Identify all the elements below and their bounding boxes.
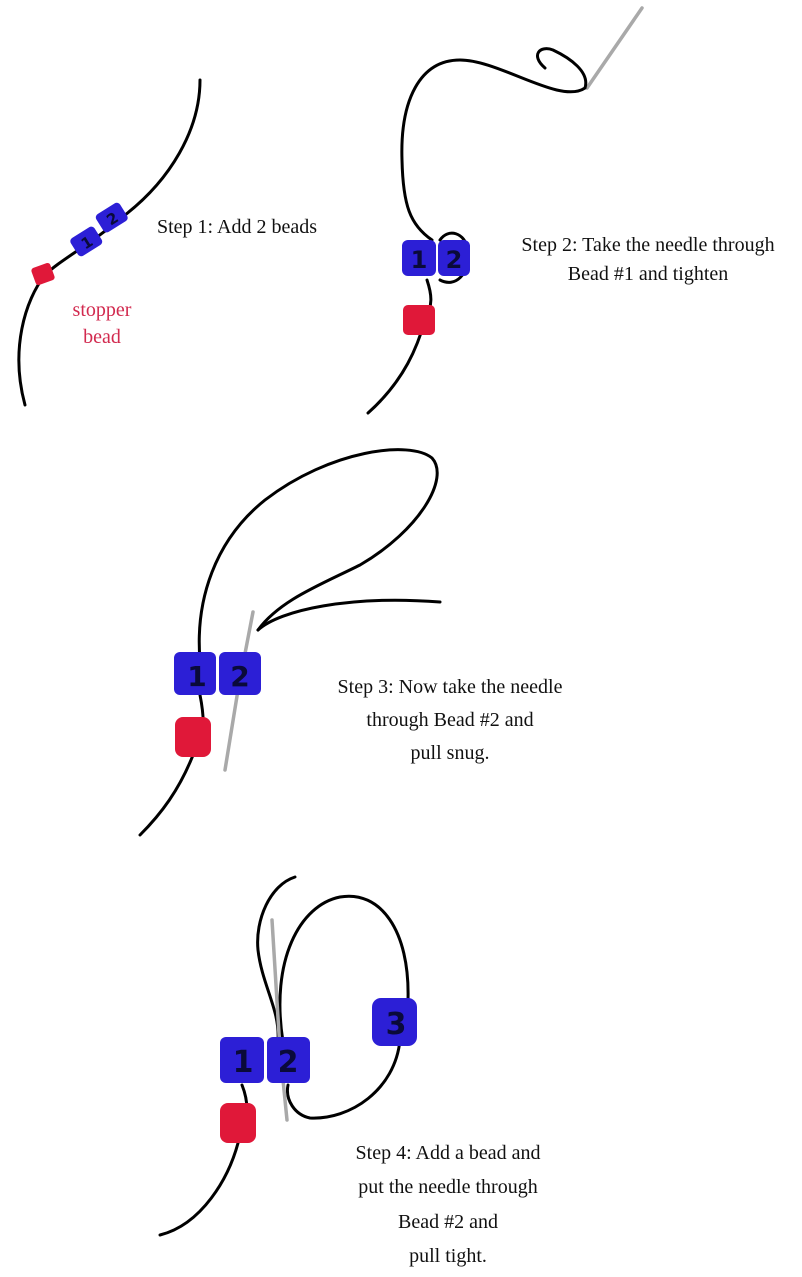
- step4-thread-to-bead2: [285, 1038, 402, 1120]
- step2-panel: 1 2 Step 2: Take the needle through Bead…: [366, 6, 775, 415]
- step4-bead-3: 3: [372, 998, 417, 1046]
- step3-panel: 1 2 Step 3: Now take the needle through …: [138, 448, 563, 837]
- step4-caption-line4: pull tight.: [409, 1245, 487, 1267]
- stopper-label-line2: bead: [83, 326, 121, 348]
- step2-bead-1-number: 1: [411, 246, 428, 274]
- step1-bead-2: 2: [95, 202, 128, 233]
- step3-caption-line2: through Bead #2 and: [366, 709, 533, 731]
- step3-thread-bottom: [138, 693, 205, 837]
- stopper-label-line1: stopper: [73, 299, 132, 321]
- step2-bead-1: 1: [402, 240, 436, 276]
- step3-thread-tail: [256, 598, 442, 632]
- step3-stopper-bead: [175, 717, 211, 757]
- step2-bead-2: 2: [438, 240, 470, 276]
- step4-bead-2: 2: [267, 1037, 310, 1083]
- step2-thread-top: [400, 47, 588, 242]
- step2-needle: [585, 6, 644, 90]
- step2-thread-bottom: [366, 278, 433, 415]
- step4-thread-left-loop: [256, 875, 297, 1042]
- step3-bead-2: 2: [219, 652, 261, 695]
- step3-bead-2-number: 2: [230, 660, 249, 693]
- step1-caption: Step 1: Add 2 beads: [157, 216, 317, 238]
- step4-bead-3-number: 3: [386, 1007, 407, 1042]
- step2-caption-line1: Step 2: Take the needle through: [521, 234, 774, 256]
- step4-caption-line2: put the needle through: [358, 1176, 537, 1198]
- step2-bead-2-number: 2: [446, 246, 463, 274]
- step1-panel: 1 2 Step 1: Add 2 beads stopper bead: [17, 78, 317, 407]
- step3-bead-1-number: 1: [187, 660, 206, 693]
- step1-stopper-bead: [31, 262, 55, 286]
- step4-caption-line1: Step 4: Add a bead and: [356, 1142, 541, 1164]
- step4-thread-right-loop: [278, 894, 410, 1044]
- step4-needle: [270, 918, 289, 1122]
- step4-bead-1: 1: [220, 1037, 264, 1083]
- step3-caption-line3: pull snug.: [411, 742, 490, 764]
- step4-caption-line3: Bead #2 and: [398, 1211, 498, 1233]
- step3-caption-line1: Step 3: Now take the needle: [338, 676, 563, 698]
- step1-thread: [17, 78, 202, 407]
- step3-bead-1: 1: [174, 652, 216, 695]
- step4-stopper-bead: [220, 1103, 256, 1143]
- step1-bead-1: 1: [70, 226, 103, 257]
- step4-bead-2-number: 2: [278, 1045, 299, 1080]
- step3-thread-loop: [197, 448, 439, 662]
- step2-caption-line2: Bead #1 and tighten: [568, 263, 729, 285]
- step4-panel: 1 2 3 Step 4: Add a bead and put the nee…: [158, 875, 541, 1267]
- step2-stopper-bead: [403, 305, 435, 335]
- step4-bead-1-number: 1: [233, 1045, 254, 1080]
